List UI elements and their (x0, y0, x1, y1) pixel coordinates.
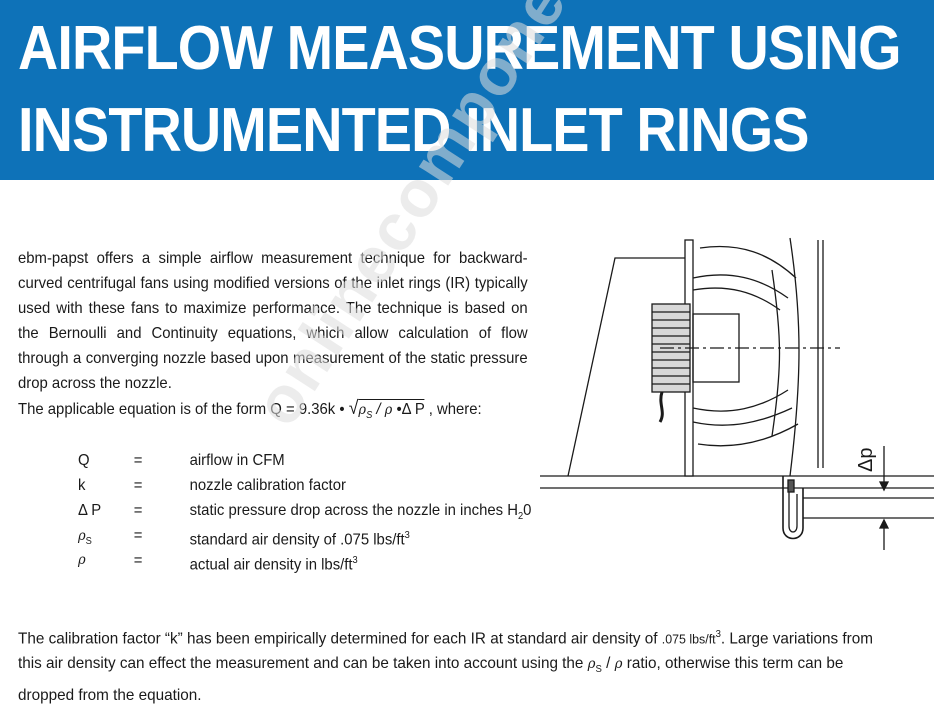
definition-row: Δ P = static pressure drop across the no… (78, 498, 562, 523)
closing-rho: ρ (614, 656, 623, 673)
title-line-1: AIRFLOW MEASUREMENT USING (18, 14, 902, 83)
definition-text-after: 0 (523, 502, 532, 519)
closing-superscript: 3 (715, 629, 721, 640)
impeller-blade (692, 274, 789, 299)
definition-text: standard air density of .075 lbs/ft (189, 531, 405, 549)
dimension-arrowhead-bottom (878, 518, 890, 529)
motor-fins (651, 303, 691, 393)
intro-paragraph: ebm-papst offers a simple airflow measur… (18, 250, 528, 392)
definition-text: airflow in CFM (189, 452, 285, 469)
definition-row: k = nozzle calibration factor (78, 473, 562, 498)
definition-equals: = (133, 552, 143, 569)
closing-part-3: ratio, otherwise this term can be droppe… (18, 655, 844, 704)
definition-row: ρS = standard air density of .075 lbs/ft… (78, 523, 562, 548)
fan-inlet-ring-diagram: Δp (540, 237, 934, 550)
rho-s-subscript: S (366, 410, 373, 422)
definition-symbol: Q (78, 452, 90, 469)
closing-rho-s-subscript: S (595, 664, 602, 676)
definition-symbol: ρ (78, 528, 86, 544)
definition-equals: = (133, 502, 143, 519)
definition-row: Q = airflow in CFM (78, 448, 562, 473)
motor-housing-outline (567, 257, 690, 477)
page-title: AIRFLOW MEASUREMENT USING INSTRUMENTED I… (18, 8, 902, 172)
closing-slash: / (601, 655, 615, 673)
inlet-nozzle-inner (771, 269, 781, 437)
definition-symbol: ρ (78, 552, 86, 568)
equation-tail: , where: (424, 401, 482, 418)
definition-text-wrap: standard air density of .075 lbs/ft3 (190, 523, 410, 552)
equation-lead: The applicable equation is of the form Q… (18, 401, 349, 418)
impeller-blade (697, 423, 799, 447)
dimension-arrowhead-top (878, 481, 890, 492)
manometer-u-tube (782, 476, 804, 540)
equation-slash: / (372, 401, 385, 418)
definition-subscript: 2 (517, 511, 524, 523)
title-line-2: INSTRUMENTED INLET RINGS (18, 96, 810, 165)
impeller-blade (692, 287, 781, 311)
delta-term: •Δ P (392, 401, 425, 418)
impeller-blade (692, 407, 793, 426)
definition-symbol: k (78, 477, 86, 494)
definition-equals: = (133, 527, 143, 544)
radicand: ρS / ρ •Δ P (358, 399, 425, 422)
closing-rho-s: ρ (587, 656, 596, 673)
manometer-u-tube-inner (788, 486, 798, 533)
inlet-nozzle-outer (789, 237, 800, 477)
definition-symbol-subscript: S (85, 536, 92, 548)
title-banner: AIRFLOW MEASUREMENT USING INSTRUMENTED I… (0, 0, 934, 180)
definition-equals: = (133, 452, 143, 469)
motor-cable (658, 391, 664, 423)
impeller-blade (699, 245, 797, 279)
definition-superscript: 3 (352, 555, 358, 566)
definition-text-wrap: actual air density in lbs/ft3 (190, 548, 358, 577)
definition-symbol: Δ P (78, 502, 102, 519)
closing-part-2: . Large variations from this air density… (18, 630, 873, 673)
manometer-fluid (787, 479, 795, 493)
delta-p-label: Δp (855, 448, 877, 472)
closing-density: .075 lbs/ft (661, 631, 716, 647)
definition-text: actual air density in lbs/ft (189, 556, 353, 574)
definition-text: nozzle calibration factor (189, 477, 346, 494)
definition-text: static pressure drop across the nozzle i… (189, 502, 518, 519)
closing-paragraph: The calibration factor “k” has been empi… (18, 622, 878, 708)
definition-symbol-wrap: ρS (78, 523, 92, 554)
impeller-blade (692, 389, 789, 412)
definitions-list: Q = airflow in CFM k = nozzle calibratio… (78, 448, 562, 573)
definition-superscript: 3 (404, 530, 410, 541)
definition-text-wrap: static pressure drop across the nozzle i… (190, 498, 532, 529)
closing-part-1: The calibration factor “k” has been empi… (18, 630, 662, 648)
definition-row: ρ = actual air density in lbs/ft3 (78, 548, 562, 573)
definition-equals: = (133, 477, 143, 494)
rho-s-symbol: ρ (358, 402, 367, 418)
radical-sign: √ (348, 398, 359, 419)
equation-line: The applicable equation is of the form Q… (18, 397, 502, 428)
rho-symbol: ρ (384, 402, 393, 418)
